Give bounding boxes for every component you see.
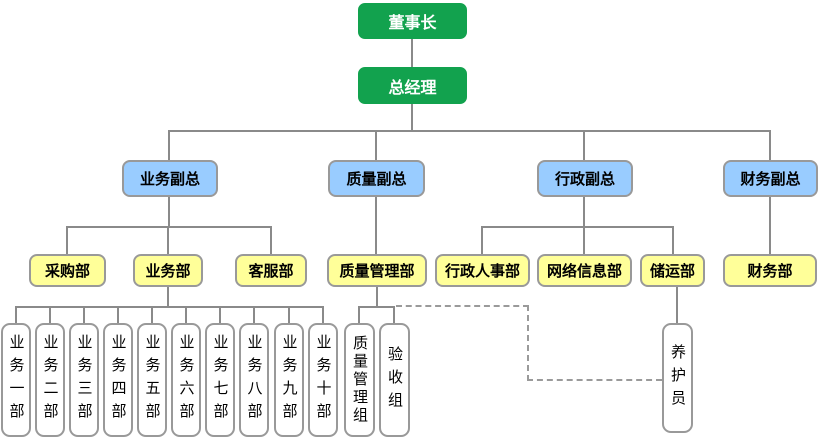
connector-line	[253, 306, 255, 323]
node-storage-transport-dept: 储运部	[640, 254, 705, 287]
connector-line	[583, 130, 585, 160]
connector-line	[583, 196, 585, 228]
connector-line	[672, 226, 674, 254]
node-network-info-dept: 网络信息部	[537, 254, 632, 287]
node-quality-mgmt-dept: 质量管理部	[327, 254, 427, 287]
node-business-unit-10: 业务十部	[308, 323, 338, 437]
connector-line	[49, 306, 51, 323]
connector-line	[83, 306, 85, 323]
connector-line	[67, 226, 272, 228]
connector-line	[375, 196, 377, 254]
connector-line	[482, 226, 674, 228]
connector-line	[359, 306, 395, 308]
connector-line	[167, 286, 169, 308]
node-business-unit-9: 业务九部	[274, 323, 304, 437]
connector-line	[15, 306, 17, 323]
dashed-connector	[396, 305, 529, 307]
connector-line	[358, 306, 360, 323]
node-business-unit-7: 业务七部	[205, 323, 235, 437]
connector-line	[168, 130, 170, 160]
connector-line	[322, 306, 324, 323]
node-general-manager: 总经理	[358, 67, 467, 104]
connector-line	[676, 286, 678, 323]
connector-line	[168, 196, 170, 228]
node-vp-admin: 行政副总	[537, 160, 633, 197]
connector-line	[288, 306, 290, 323]
connector-line	[167, 226, 169, 254]
node-business-unit-1: 业务一部	[1, 323, 31, 437]
connector-line	[185, 306, 187, 323]
node-business-dept: 业务部	[133, 254, 203, 287]
connector-line	[219, 306, 221, 323]
node-vp-finance: 财务副总	[723, 160, 818, 197]
connector-line	[16, 306, 324, 308]
connector-line	[481, 226, 483, 254]
connector-line	[393, 306, 395, 323]
node-quality-mgmt-group: 质量管理组	[344, 323, 375, 437]
node-business-unit-4: 业务四部	[103, 323, 133, 437]
connector-line	[151, 306, 153, 323]
connector-line	[411, 38, 413, 68]
node-vp-quality: 质量副总	[328, 160, 425, 197]
node-business-unit-5: 业务五部	[137, 323, 167, 437]
node-purchasing-dept: 采购部	[29, 254, 106, 287]
connector-line	[169, 130, 771, 132]
connector-line	[769, 130, 771, 160]
connector-line	[66, 226, 68, 254]
node-customer-service-dept: 客服部	[235, 254, 307, 287]
node-finance-dept: 财务部	[723, 254, 817, 287]
dashed-connector	[527, 305, 529, 381]
node-admin-hr-dept: 行政人事部	[435, 254, 530, 287]
node-vp-business: 业务副总	[122, 160, 218, 197]
node-business-unit-8: 业务八部	[239, 323, 269, 437]
connector-line	[375, 130, 377, 160]
connector-line	[270, 226, 272, 254]
connector-line	[769, 196, 771, 254]
node-chairman: 董事长	[358, 3, 467, 39]
connector-line	[411, 103, 413, 132]
node-acceptance-group: 验收组	[379, 323, 410, 437]
connector-line	[376, 286, 378, 308]
dashed-connector	[527, 379, 662, 381]
node-business-unit-3: 业务三部	[69, 323, 99, 437]
connector-line	[117, 306, 119, 323]
node-maintenance-staff: 养护员	[662, 323, 693, 433]
node-business-unit-6: 业务六部	[171, 323, 201, 437]
connector-line	[583, 226, 585, 254]
node-business-unit-2: 业务二部	[35, 323, 65, 437]
